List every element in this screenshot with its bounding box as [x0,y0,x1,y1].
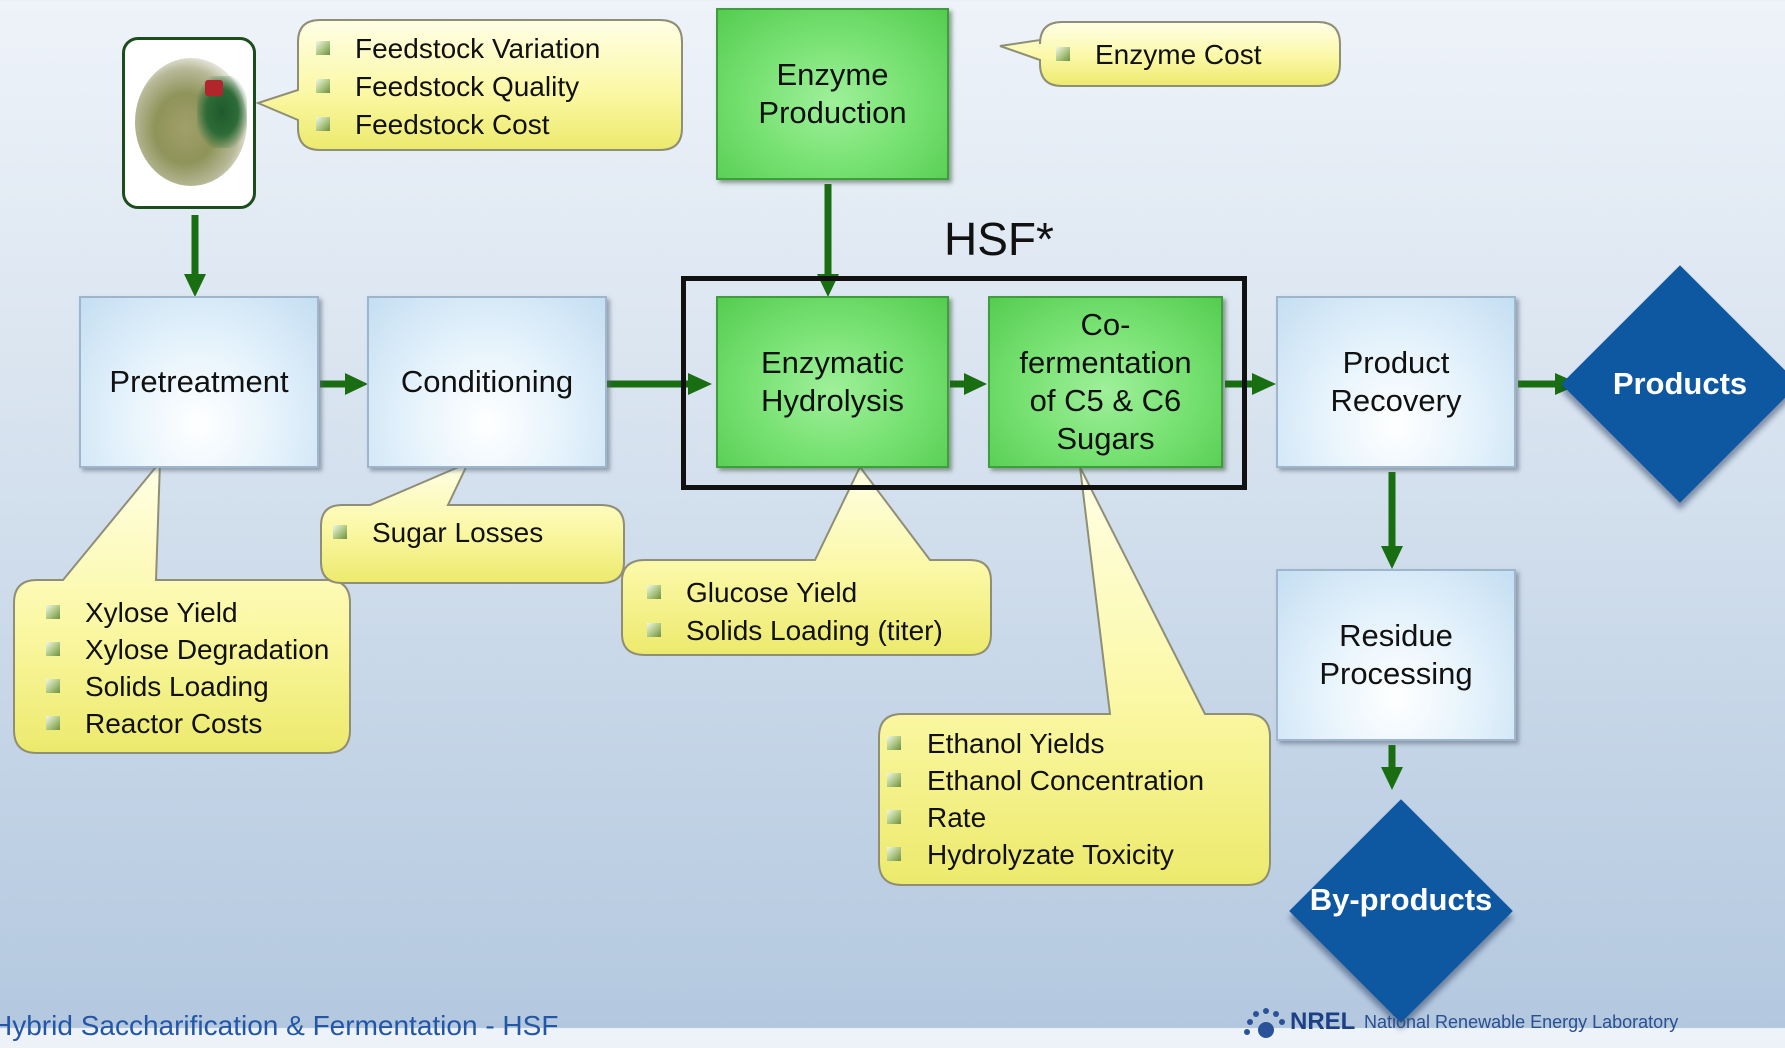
pretreatment-bullet: Xylose Yield [42,594,329,631]
enzymatic-hydrolysis-line: Hydrolysis [761,383,904,418]
enzymatic-hydrolysis-line: Enzymatic [761,345,904,380]
fermentation-callout-text: Ethanol Yields Ethanol Concentration Rat… [883,725,1204,873]
pretreatment-bullet: Solids Loading [42,668,329,705]
hydrolysis-callout-text: Glucose Yield Solids Loading (titer) [643,574,943,650]
feedstock-callout-bubble [255,19,683,151]
byproducts-diamond: By-products [1289,792,1513,1028]
product-recovery-line: Recovery [1330,383,1462,418]
nrel-logo-long: National Renewable Energy Laboratory [1364,1012,1679,1032]
feedstock-bullet: Feedstock Quality [312,68,600,106]
product-recovery-line: Product [1342,345,1450,380]
arrowhead-hydrolysis [688,373,712,395]
hydrolysis-bullet: Solids Loading (titer) [643,612,943,650]
enzyme-production-line: Production [758,95,907,130]
arrowhead-byproducts [1381,767,1403,790]
cofermentation-line: Sugars [1056,421,1155,456]
fermentation-callout-bubble [878,466,1271,886]
pretreatment-bullet: Xylose Degradation [42,631,329,668]
feedstock-bullet: Feedstock Variation [312,30,600,68]
conditioning-callout-text: Sugar Losses [329,514,543,552]
residue-processing-line: Processing [1319,656,1473,691]
tractor-light-graphic [205,80,223,96]
fermentation-bullet: Hydrolyzate Toxicity [883,836,1204,873]
cofermentation-line: fermentation [1019,345,1192,380]
enzyme-cost-callout-bubble [999,21,1341,87]
arrowhead-conditioning [345,373,368,395]
cofermentation-line: of C5 & C6 [1029,383,1182,418]
nrel-logo-short: NREL [1290,1008,1356,1035]
enzyme-callout-text: Enzyme Cost [1052,36,1262,74]
nrel-logo: NREL National Renewable Energy Laborator… [1242,1008,1702,1048]
fermentation-bullet: Ethanol Yields [883,725,1204,762]
cofermentation-line: Co- [1080,307,1131,342]
feedstock-bullet: Feedstock Cost [312,106,600,144]
residue-processing-box: Residue Processing [1276,569,1516,741]
arrowhead-feedstock [184,274,206,297]
nrel-sun-icon [1244,1008,1285,1038]
hydrolysis-callout-bubble [621,465,992,656]
pretreatment-callout-text: Xylose Yield Xylose Degradation Solids L… [42,594,329,742]
byproducts-label: By-products [1309,882,1493,917]
enzyme-bullet: Enzyme Cost [1052,36,1262,74]
enzymatic-hydrolysis-box: Enzymatic Hydrolysis [716,296,949,468]
hydrolysis-bullet: Glucose Yield [643,574,943,612]
product-recovery-box: Product Recovery [1276,296,1516,468]
pretreatment-box: Pretreatment [79,296,319,468]
hsf-group-frame [681,276,1247,490]
cofermentation-box: Co- fermentation of C5 & C6 Sugars [988,296,1223,468]
conditioning-callout-bubble [320,461,625,584]
products-diamond: Products [1561,264,1785,504]
arrowhead-residue [1381,546,1403,569]
products-label: Products [1612,366,1748,401]
feedstock-bale-image [122,37,256,209]
pretreatment-label: Pretreatment [109,364,289,399]
conditioning-label: Conditioning [400,364,574,399]
conditioning-box: Conditioning [367,296,607,468]
feedstock-callout-text: Feedstock Variation Feedstock Quality Fe… [312,30,600,144]
fermentation-bullet: Ethanol Concentration [883,762,1204,799]
pretreatment-bullet: Reactor Costs [42,705,329,742]
footer-caption: Hybrid Saccharification & Fermentation -… [0,1010,559,1041]
enzyme-production-box: Enzyme Production [716,8,949,180]
arrowhead-recovery [1252,373,1276,395]
fermentation-bullet: Rate [883,799,1204,836]
residue-processing-line: Residue [1339,618,1453,653]
arrowhead-fermentation [964,373,987,395]
hsf-label: HSF* [944,213,1054,265]
conditioning-bullet: Sugar Losses [329,514,543,552]
enzyme-production-line: Enzyme [776,57,889,92]
